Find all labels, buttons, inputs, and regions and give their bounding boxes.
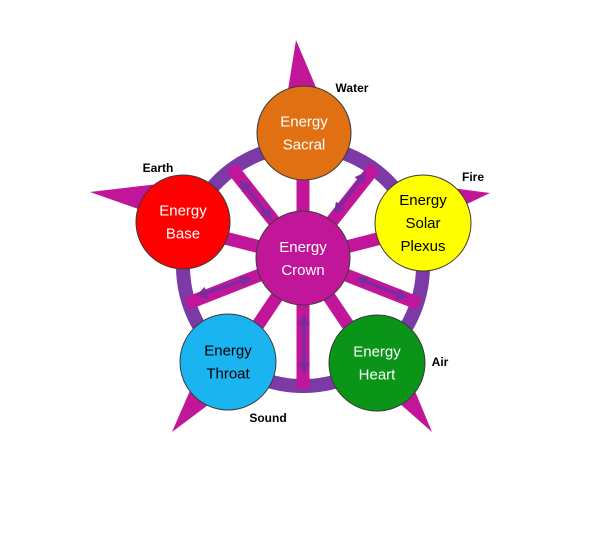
node-label-throat: Energy [204,343,252,360]
center-node-label: Crown [281,262,324,279]
node-label-solar-plexus: Solar [405,215,440,232]
node-label-base: Energy [159,203,207,220]
node-circle-sacral [256,85,352,181]
element-label-base: Earth [143,161,174,175]
center-node-label: Energy [279,239,327,256]
node-circle-throat [179,313,277,411]
element-label-throat: Sound [249,411,286,425]
element-label-sacral: Water [336,81,369,95]
star-point-sacral [288,40,318,92]
node-label-heart: Heart [359,367,397,384]
node-label-heart: Energy [353,344,401,361]
node-circle-base [135,174,231,270]
element-label-heart: Air [432,355,449,369]
node-label-solar-plexus: Energy [399,192,447,209]
node-label-sacral: Sacral [283,137,326,154]
node-circle-heart [328,314,426,412]
energy-nodes: EnergySacralEnergySolarPlexusEnergyHeart… [135,85,472,412]
double-arrow [240,180,272,220]
node-label-sacral: Energy [280,114,328,131]
node-label-solar-plexus: Plexus [400,238,445,255]
node-label-throat: Throat [206,366,250,383]
double-arrow [196,275,252,299]
node-label-base: Base [166,226,200,243]
arrows [196,172,408,374]
node-circle-solar-plexus [374,174,472,272]
element-label-solar-plexus: Fire [462,170,484,184]
center-node-circle [255,210,351,306]
double-arrow [298,314,310,374]
double-arrow [334,172,366,214]
double-arrow [356,276,408,300]
